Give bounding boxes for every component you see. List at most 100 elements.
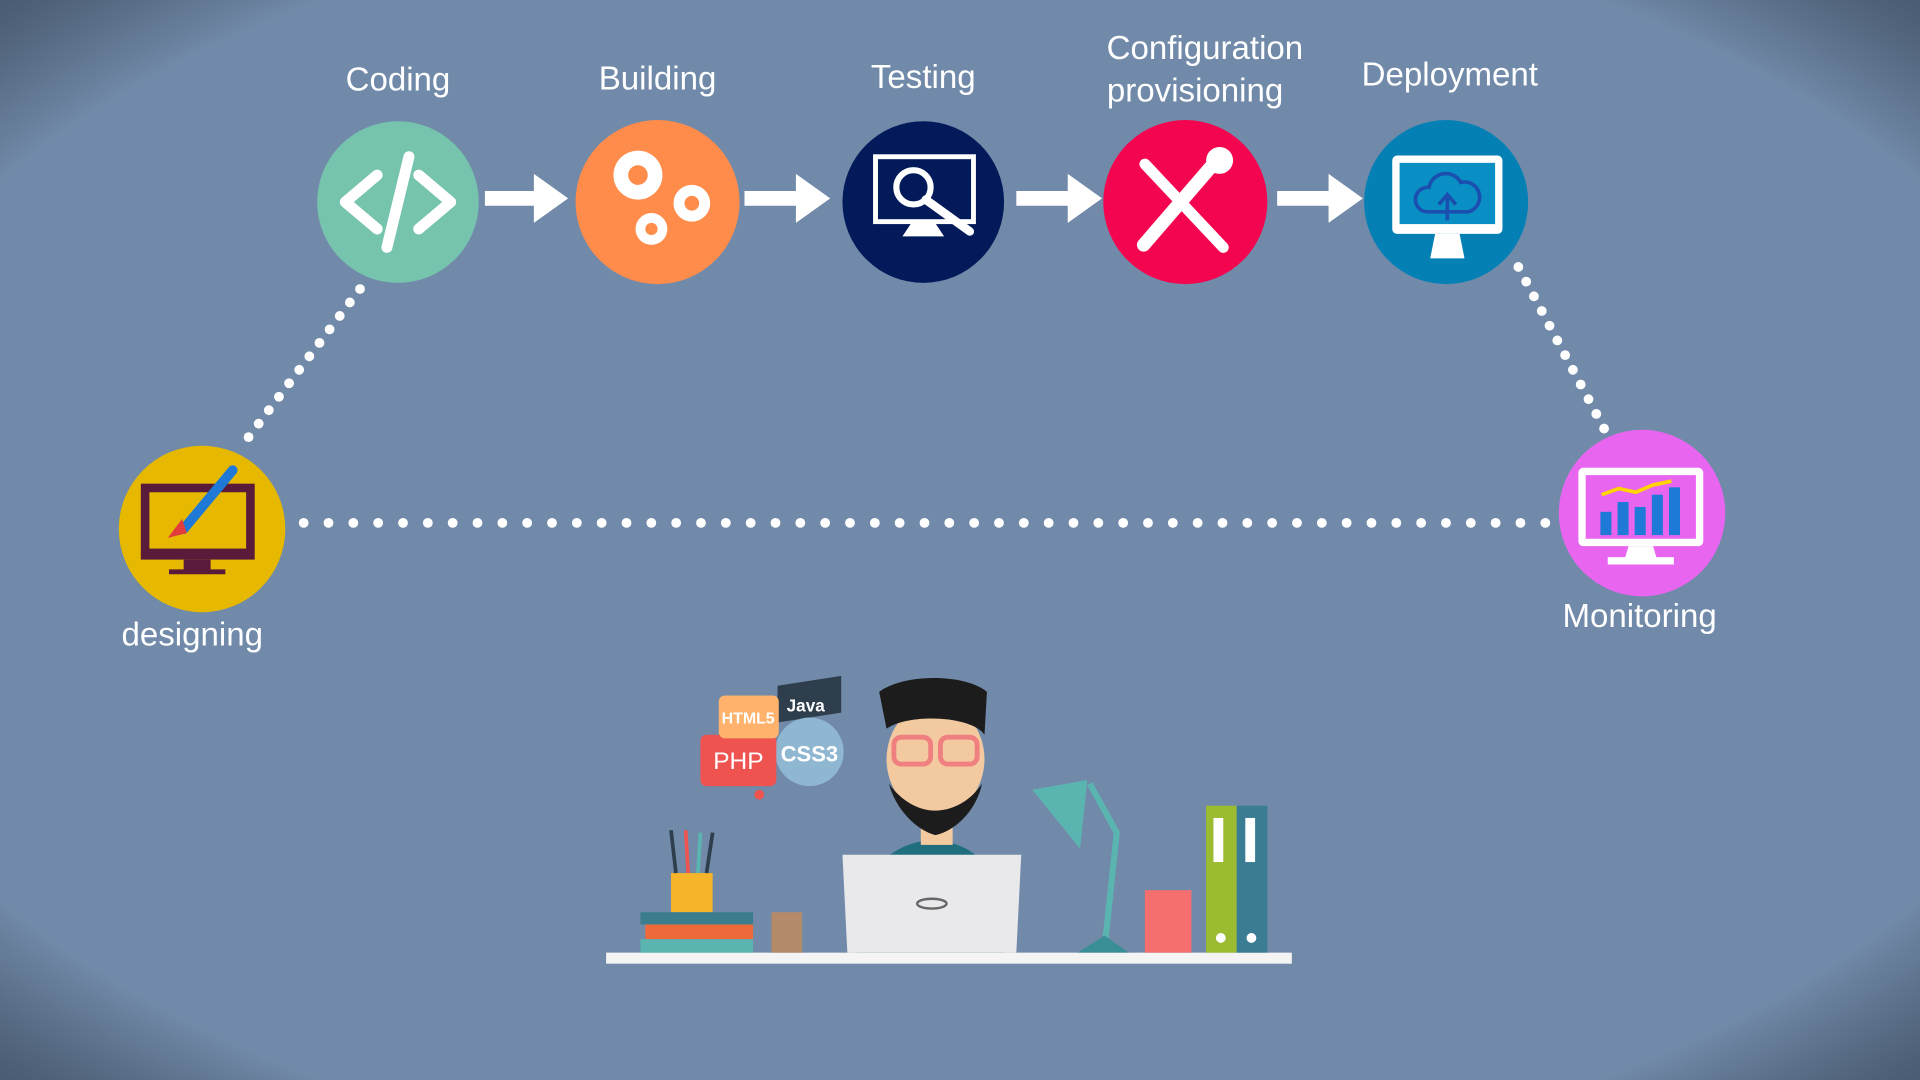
stage-label-line1: Configuration (1107, 30, 1304, 67)
connector-dot (1416, 517, 1427, 528)
connector-dot (398, 517, 408, 528)
monitor-brush-icon (140, 465, 255, 575)
connector-dot (1341, 517, 1352, 528)
stage-label: designing (122, 616, 263, 653)
java-bubble (777, 675, 842, 723)
stage-designing: designing (118, 445, 286, 653)
connector-dot (646, 517, 657, 528)
connector-dot (720, 517, 731, 528)
connector-dot (472, 517, 483, 528)
connector-dot (1267, 517, 1278, 528)
connector-dot (1018, 517, 1029, 528)
flow-arrows (484, 173, 1363, 223)
stage-monitoring: Monitoring (1558, 429, 1726, 635)
connector-dot (1242, 517, 1253, 528)
connector-dot (355, 284, 365, 294)
connector-dot (243, 432, 254, 443)
connector-dot (671, 517, 682, 528)
pencils (669, 829, 715, 874)
connector-dot (263, 405, 274, 416)
stage-coding: Coding (317, 62, 479, 283)
connector-dot (348, 517, 359, 528)
connector-dot (284, 378, 294, 389)
connector-dot (1043, 517, 1054, 528)
connector-dot (422, 517, 433, 528)
connector-dot (334, 311, 345, 321)
connector-dot (919, 517, 930, 528)
connector-dot (1529, 291, 1539, 302)
connector-dot (894, 517, 905, 528)
monitor-cloud-upload-icon (1392, 155, 1503, 259)
connector-dot (571, 517, 582, 528)
developer-illustration: Java CSS3 PHP HTML5 (606, 675, 1292, 964)
connector-dot (344, 297, 355, 308)
connector-dot (298, 517, 309, 528)
connector-dot (447, 517, 458, 528)
arrow-icon (1016, 173, 1103, 223)
connector-dot (1292, 517, 1302, 528)
connector-dot (1544, 320, 1555, 331)
connector-dot (1143, 517, 1153, 528)
stage-label: Deployment (1362, 57, 1538, 94)
connector-dot (845, 517, 855, 528)
php-bubble (700, 734, 777, 787)
binders (1206, 805, 1268, 953)
connector-dot (1552, 335, 1563, 346)
connector-dot (1490, 517, 1501, 528)
connector-dot (1560, 350, 1571, 360)
connector-dot (1540, 517, 1551, 528)
connector-dot (1192, 517, 1203, 528)
stage-label: Coding (346, 62, 451, 99)
connector-dot (1217, 517, 1228, 528)
connector-dot (944, 517, 955, 528)
tools-icon (1136, 146, 1234, 253)
coffee-cup (771, 912, 803, 953)
stage-configuration-provisioning: Configuration provisioning (1103, 30, 1304, 285)
connector-dot (373, 517, 384, 528)
connector-dot (304, 351, 315, 362)
connector-dot (770, 517, 781, 528)
connector-dot (324, 324, 335, 335)
connector-dot (1465, 517, 1476, 528)
connector-dot (1515, 517, 1526, 528)
connector-dot (820, 517, 831, 528)
pencil-holder (1144, 890, 1192, 953)
monitor-search-icon (873, 154, 976, 237)
connector-dot (1591, 408, 1602, 419)
stage-deployment: Deployment (1362, 57, 1538, 285)
stage-label: Testing (871, 59, 976, 96)
desk (606, 952, 1292, 964)
stage-label: Monitoring (1562, 598, 1716, 635)
php-label: PHP (713, 748, 763, 775)
connector-dot (1167, 517, 1178, 528)
connector-dot (1068, 517, 1079, 528)
connector-dot (969, 517, 980, 528)
laptop (842, 854, 1022, 953)
connector-dot (1583, 394, 1594, 405)
connector-dot (314, 337, 325, 348)
connector-dot (1575, 379, 1586, 390)
language-bubbles: Java CSS3 PHP HTML5 (700, 675, 844, 800)
arrow-icon (484, 173, 569, 223)
stage-building: Building (575, 60, 740, 285)
stage-testing: Testing (842, 59, 1005, 283)
css3-label: CSS3 (781, 742, 839, 767)
connector-dot (1366, 517, 1377, 528)
connector-dot (596, 517, 607, 528)
connector-dot (497, 517, 508, 528)
connector-dot (547, 517, 557, 528)
connector-dot (1316, 517, 1327, 528)
connector-dot (994, 517, 1004, 528)
code-icon (339, 151, 457, 253)
arrow-icon (1277, 173, 1363, 223)
connector-dot (1599, 423, 1609, 434)
connector-dot (274, 391, 284, 402)
connector-dot (1536, 306, 1547, 316)
connector-dot (253, 418, 264, 429)
connector-dot (696, 517, 706, 528)
connector-dot (1441, 517, 1451, 528)
connector-dot (1513, 262, 1524, 272)
arrow-icon (744, 173, 831, 223)
connector-dot (795, 517, 806, 528)
